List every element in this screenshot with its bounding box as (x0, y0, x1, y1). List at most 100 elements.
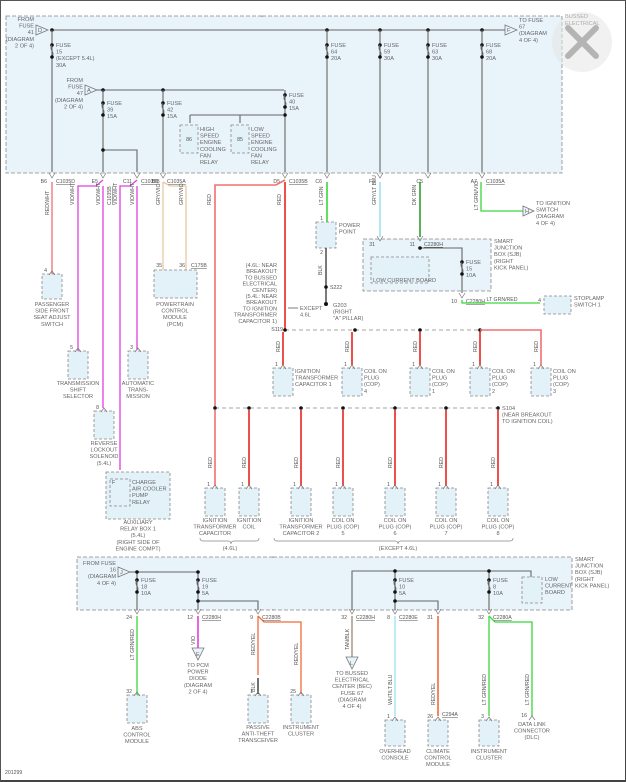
to-ignition-switch-flag (522, 205, 535, 217)
transmission-shift-selector-body (67, 350, 89, 380)
pin-number: 1 (250, 689, 253, 695)
connector-C6: C6 (315, 172, 331, 185)
fuse-59-label-line: 30A (384, 56, 394, 62)
from-fuse-41-label-line: FUSE (19, 24, 34, 30)
pcm-label-line: MODULE (163, 315, 187, 321)
wire-lt-grn-red (461, 300, 540, 304)
fuse-symbol (50, 44, 54, 58)
instrument-cluster-2-label-line: INSTRUMENT (471, 749, 508, 755)
wire-gry-vio-2 (162, 181, 187, 270)
from-fuse-41-flag: D (35, 24, 50, 36)
to-fuse-67-label-line: TO FUSE (519, 18, 543, 24)
wire-label: RED (294, 457, 300, 468)
ignition-row1-label-4-line: (COP) (553, 382, 569, 388)
g203-label-line: G203 (333, 303, 347, 309)
connector-pin (279, 364, 287, 370)
low-speed-fan-relay-label-line: SPEED (251, 134, 270, 140)
pin-number: 35 (156, 263, 162, 269)
group-4-6l-label: (4.6L) (223, 546, 238, 552)
fuse-symbol (487, 579, 491, 593)
passive-anti-theft-transceiver-label-line: TRANSCEIVER (238, 738, 278, 744)
connector-pin (391, 484, 399, 490)
fuse-symbol (135, 579, 139, 593)
ignition-row1-label-3-line: 2 (492, 389, 495, 395)
connector-pin (416, 235, 424, 242)
connector-pin (442, 484, 450, 490)
sjb-bottom-label-line: (RIGHT (575, 577, 595, 583)
svg-text:F: F (507, 28, 511, 34)
data-link-connector-label-line: (DLC) (525, 735, 540, 741)
connector-pin (254, 608, 262, 615)
to-ignition-switch-label-line: 4 OF 4) (536, 221, 555, 227)
wire-label: RED (491, 457, 497, 468)
charge-air-cooler-label-line: AIR COOLER (132, 487, 167, 493)
auxiliary-relay-box-label-line: (RIGHT SIDE OF (116, 540, 160, 546)
sjb-bottom-label-line: KICK PANEL) (575, 583, 610, 589)
sjb-label-line: BOX (SJB) (494, 252, 521, 258)
ignition-row2-label-0-line: CAPACITOR (199, 531, 231, 537)
wire-label: RED (208, 457, 214, 468)
svg-text:D: D (38, 28, 42, 34)
reverse-lockout-solenoid-label-line: (5.4L) (97, 461, 112, 467)
sjb-fuse-15-label-line: 15 (466, 267, 472, 273)
pin-number: 32 (478, 615, 484, 621)
ignition-row2-component-3-body (332, 487, 354, 517)
fuse-8-label-line: 10A (493, 591, 503, 597)
connector-pin (391, 608, 399, 615)
splice-s222: S222 (330, 285, 342, 291)
ignition-row2-component-0-body (204, 487, 226, 517)
climate-control-module-label-line: MODULE (426, 762, 450, 768)
ignition-row2-component-6-body (487, 487, 509, 517)
reverse-lockout-solenoid-label-line: SOLENOID (90, 454, 119, 460)
bus-drops (51, 30, 483, 172)
splice-dot (487, 590, 491, 594)
ignition-row2-label-1-line: COIL (242, 525, 255, 531)
from-fuse-41-label-line: (DIAGRAM (6, 37, 34, 43)
to-bec-fuse-67-label-line: ELECTRICAL (335, 678, 370, 684)
fuse-68-label-line: 68 (486, 50, 492, 56)
ignition-row2-component-6: 1 (487, 482, 509, 517)
s119-note-line: (5.4L: NEAR (246, 294, 277, 300)
to-fuse-67-label-line: 67 (519, 25, 525, 31)
ignition-row1-label-2-line: PLUG (432, 376, 447, 382)
low-current-board-bottom-label-line: CURRENT (545, 584, 573, 590)
sjb-internal (420, 247, 463, 293)
pin-number: 24 (126, 615, 132, 621)
ignition-row2-label-3-line: COIL ON (332, 518, 355, 524)
sjb-label-line: JUNCTION (494, 246, 522, 252)
low-current-board (370, 256, 430, 284)
climate-control-module-body (427, 719, 449, 747)
pin-number: B6 (152, 179, 158, 185)
connector-id-rotated: C1035B (107, 186, 113, 205)
data-link-connector-label-line: DATA LINK (518, 722, 546, 728)
fuse-59-label-line: 59 (384, 50, 390, 56)
ignition-row1-label-3-line: PLUG (492, 376, 507, 382)
connector-pin (297, 484, 305, 490)
charge-air-cooler-relay-body (109, 478, 131, 507)
fuse-15-label-line: FUSE (56, 43, 71, 49)
splice-dot (196, 599, 200, 603)
ignition-row1-component-1-body (341, 367, 363, 397)
pin-number: 1 (490, 482, 493, 488)
relay-pin: 86 (186, 137, 192, 143)
fuse-40-label-line: 15A (289, 106, 299, 112)
stoplamp-label-line: STOPLAMP (574, 296, 605, 302)
connector-pin (48, 172, 56, 179)
connector-id: C1035B (141, 179, 160, 185)
wire-label: LT GRN/VIO (474, 181, 480, 210)
ignition-row2-label-4-line: COIL ON (384, 518, 407, 524)
